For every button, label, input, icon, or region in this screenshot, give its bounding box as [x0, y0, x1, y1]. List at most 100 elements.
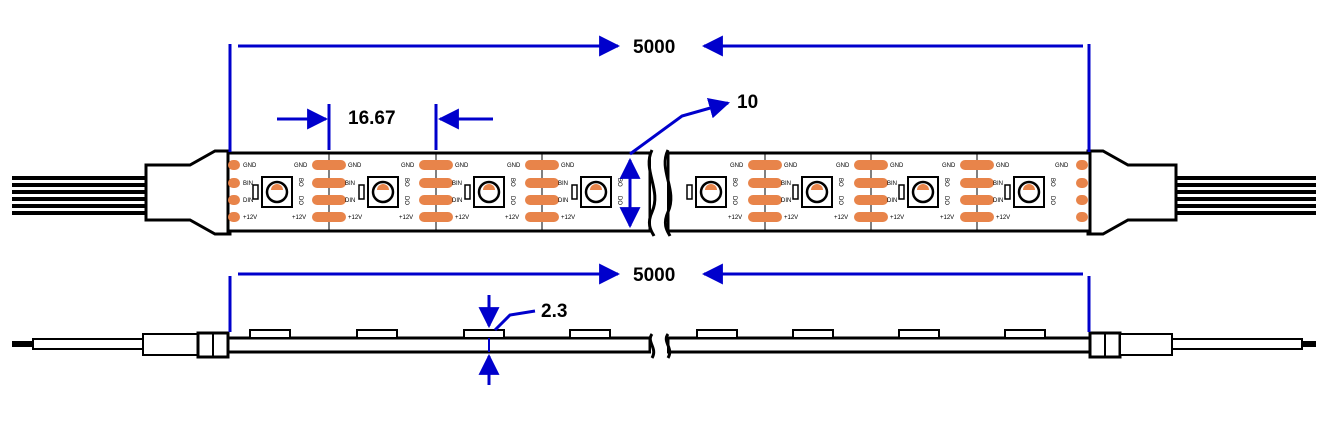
dimension-length-top: 5000: [228, 35, 1091, 152]
solder-pad-pair: [419, 160, 453, 170]
pad-label-din: DIN: [993, 198, 1003, 204]
length-label-top: 5000: [633, 37, 675, 58]
solder-pad-pair: [419, 212, 453, 222]
pad-label-do: DO: [616, 196, 622, 205]
pad-label-din: DIN: [452, 198, 462, 204]
solder-pad-pair: [525, 212, 559, 222]
pitch-label: 16.67: [348, 108, 396, 129]
solder-pad-pair: [312, 160, 346, 170]
pad-label-do: DO: [837, 196, 843, 205]
resistor: [1004, 184, 1011, 200]
solder-pad-pair: [748, 160, 782, 170]
pad-label-gnd: GND: [455, 163, 469, 169]
dimension-width: 10: [619, 92, 758, 229]
pad-label-12v: +12V: [940, 215, 954, 221]
pad-label-gnd: GND: [294, 163, 308, 169]
side-strip-right: [666, 336, 1092, 354]
break-mark-left: [647, 149, 657, 237]
pad-label-gnd: GND: [996, 163, 1010, 169]
pad-label-din: DIN: [887, 198, 897, 204]
led-die: [811, 184, 823, 190]
solder-pad-pair: [748, 195, 782, 205]
pad-label-gnd: GND: [507, 163, 521, 169]
pad-label-12v: +12V: [243, 215, 257, 221]
solder-pad: [1076, 160, 1088, 170]
pad-label-12v: +12V: [784, 215, 798, 221]
pad-label-din: DIN: [345, 198, 355, 204]
pad-label-bin: BIN: [558, 181, 568, 187]
pad-label-gnd: GND: [1055, 163, 1069, 169]
solder-pad: [228, 178, 240, 188]
solder-pad-pair: [419, 178, 453, 188]
solder-pad: [228, 212, 240, 222]
pad-label-gnd: GND: [561, 163, 575, 169]
pad-label-gnd: GND: [730, 163, 744, 169]
solder-pad: [228, 195, 240, 205]
side-strip-left: [226, 336, 652, 354]
pad-label-bin: BIN: [993, 181, 1003, 187]
break-mark-right: [663, 149, 673, 237]
pad-label-gnd: GND: [890, 163, 904, 169]
pad-label-do: DO: [943, 196, 949, 205]
led-die: [1023, 184, 1035, 190]
led-die: [590, 184, 602, 190]
solder-pad-pair: [960, 212, 994, 222]
pad-label-bo: BO: [1049, 178, 1055, 187]
solder-pad-pair: [525, 160, 559, 170]
pad-label-bo: BO: [616, 178, 622, 187]
side-components: [249, 329, 1046, 339]
solder-pad-pair: [960, 178, 994, 188]
dimension-thickness: 2.3: [478, 295, 567, 385]
pad-label-din: DIN: [558, 198, 568, 204]
pad-label-bo: BO: [837, 178, 843, 187]
led-die: [377, 184, 389, 190]
pad-label-do: DO: [403, 196, 409, 205]
solder-pad-pair: [960, 160, 994, 170]
pad-label-gnd: GND: [348, 163, 362, 169]
pad-label-do: DO: [297, 196, 303, 205]
right-wires: [1176, 176, 1316, 215]
solder-pad: [1076, 195, 1088, 205]
pad-label-bo: BO: [731, 178, 737, 187]
resistor: [898, 184, 905, 200]
pad-label-12v: +12V: [834, 215, 848, 221]
pad-label-12v: +12V: [292, 215, 306, 221]
pad-label-bin: BIN: [887, 181, 897, 187]
pad-label-gnd: GND: [942, 163, 956, 169]
led-die: [483, 184, 495, 190]
pad-label-do: DO: [509, 196, 515, 205]
solder-pad-pair: [312, 212, 346, 222]
solder-pad: [1076, 178, 1088, 188]
resistor: [464, 184, 471, 200]
pad-label-gnd: GND: [836, 163, 850, 169]
solder-pad-pair: [525, 195, 559, 205]
thickness-label: 2.3: [541, 301, 567, 322]
right-connector: [1086, 149, 1178, 236]
led-segments: GND BIN DIN +12V GND GND GND BIN DIN +12V +12V GND G…: [228, 154, 1088, 230]
pad-label-do: DO: [1049, 196, 1055, 205]
pad-label-din: DIN: [243, 198, 253, 204]
side-left-wire: [32, 338, 144, 350]
solder-pad-pair: [748, 212, 782, 222]
solder-pad-pair: [854, 178, 888, 188]
pad-label-do: DO: [731, 196, 737, 205]
led-die: [705, 184, 717, 190]
pad-label-bo: BO: [943, 178, 949, 187]
pad-label-12v: +12V: [348, 215, 362, 221]
resistor: [358, 184, 365, 200]
pad-label-din: DIN: [781, 198, 791, 204]
side-view: 5000 2.3: [12, 263, 1316, 385]
pad-label-bin: BIN: [243, 181, 253, 187]
solder-pad-pair: [960, 195, 994, 205]
dimension-pitch: 16.67: [277, 104, 493, 150]
pad-label-bin: BIN: [781, 181, 791, 187]
solder-pad-pair: [419, 195, 453, 205]
side-left-connector: [142, 333, 199, 356]
pad-label-12v: +12V: [561, 215, 575, 221]
side-right-connector: [1119, 333, 1173, 356]
length-label-bottom: 5000: [633, 265, 675, 286]
width-label: 10: [737, 92, 758, 113]
resistor: [571, 184, 578, 200]
left-wires: [12, 176, 146, 215]
